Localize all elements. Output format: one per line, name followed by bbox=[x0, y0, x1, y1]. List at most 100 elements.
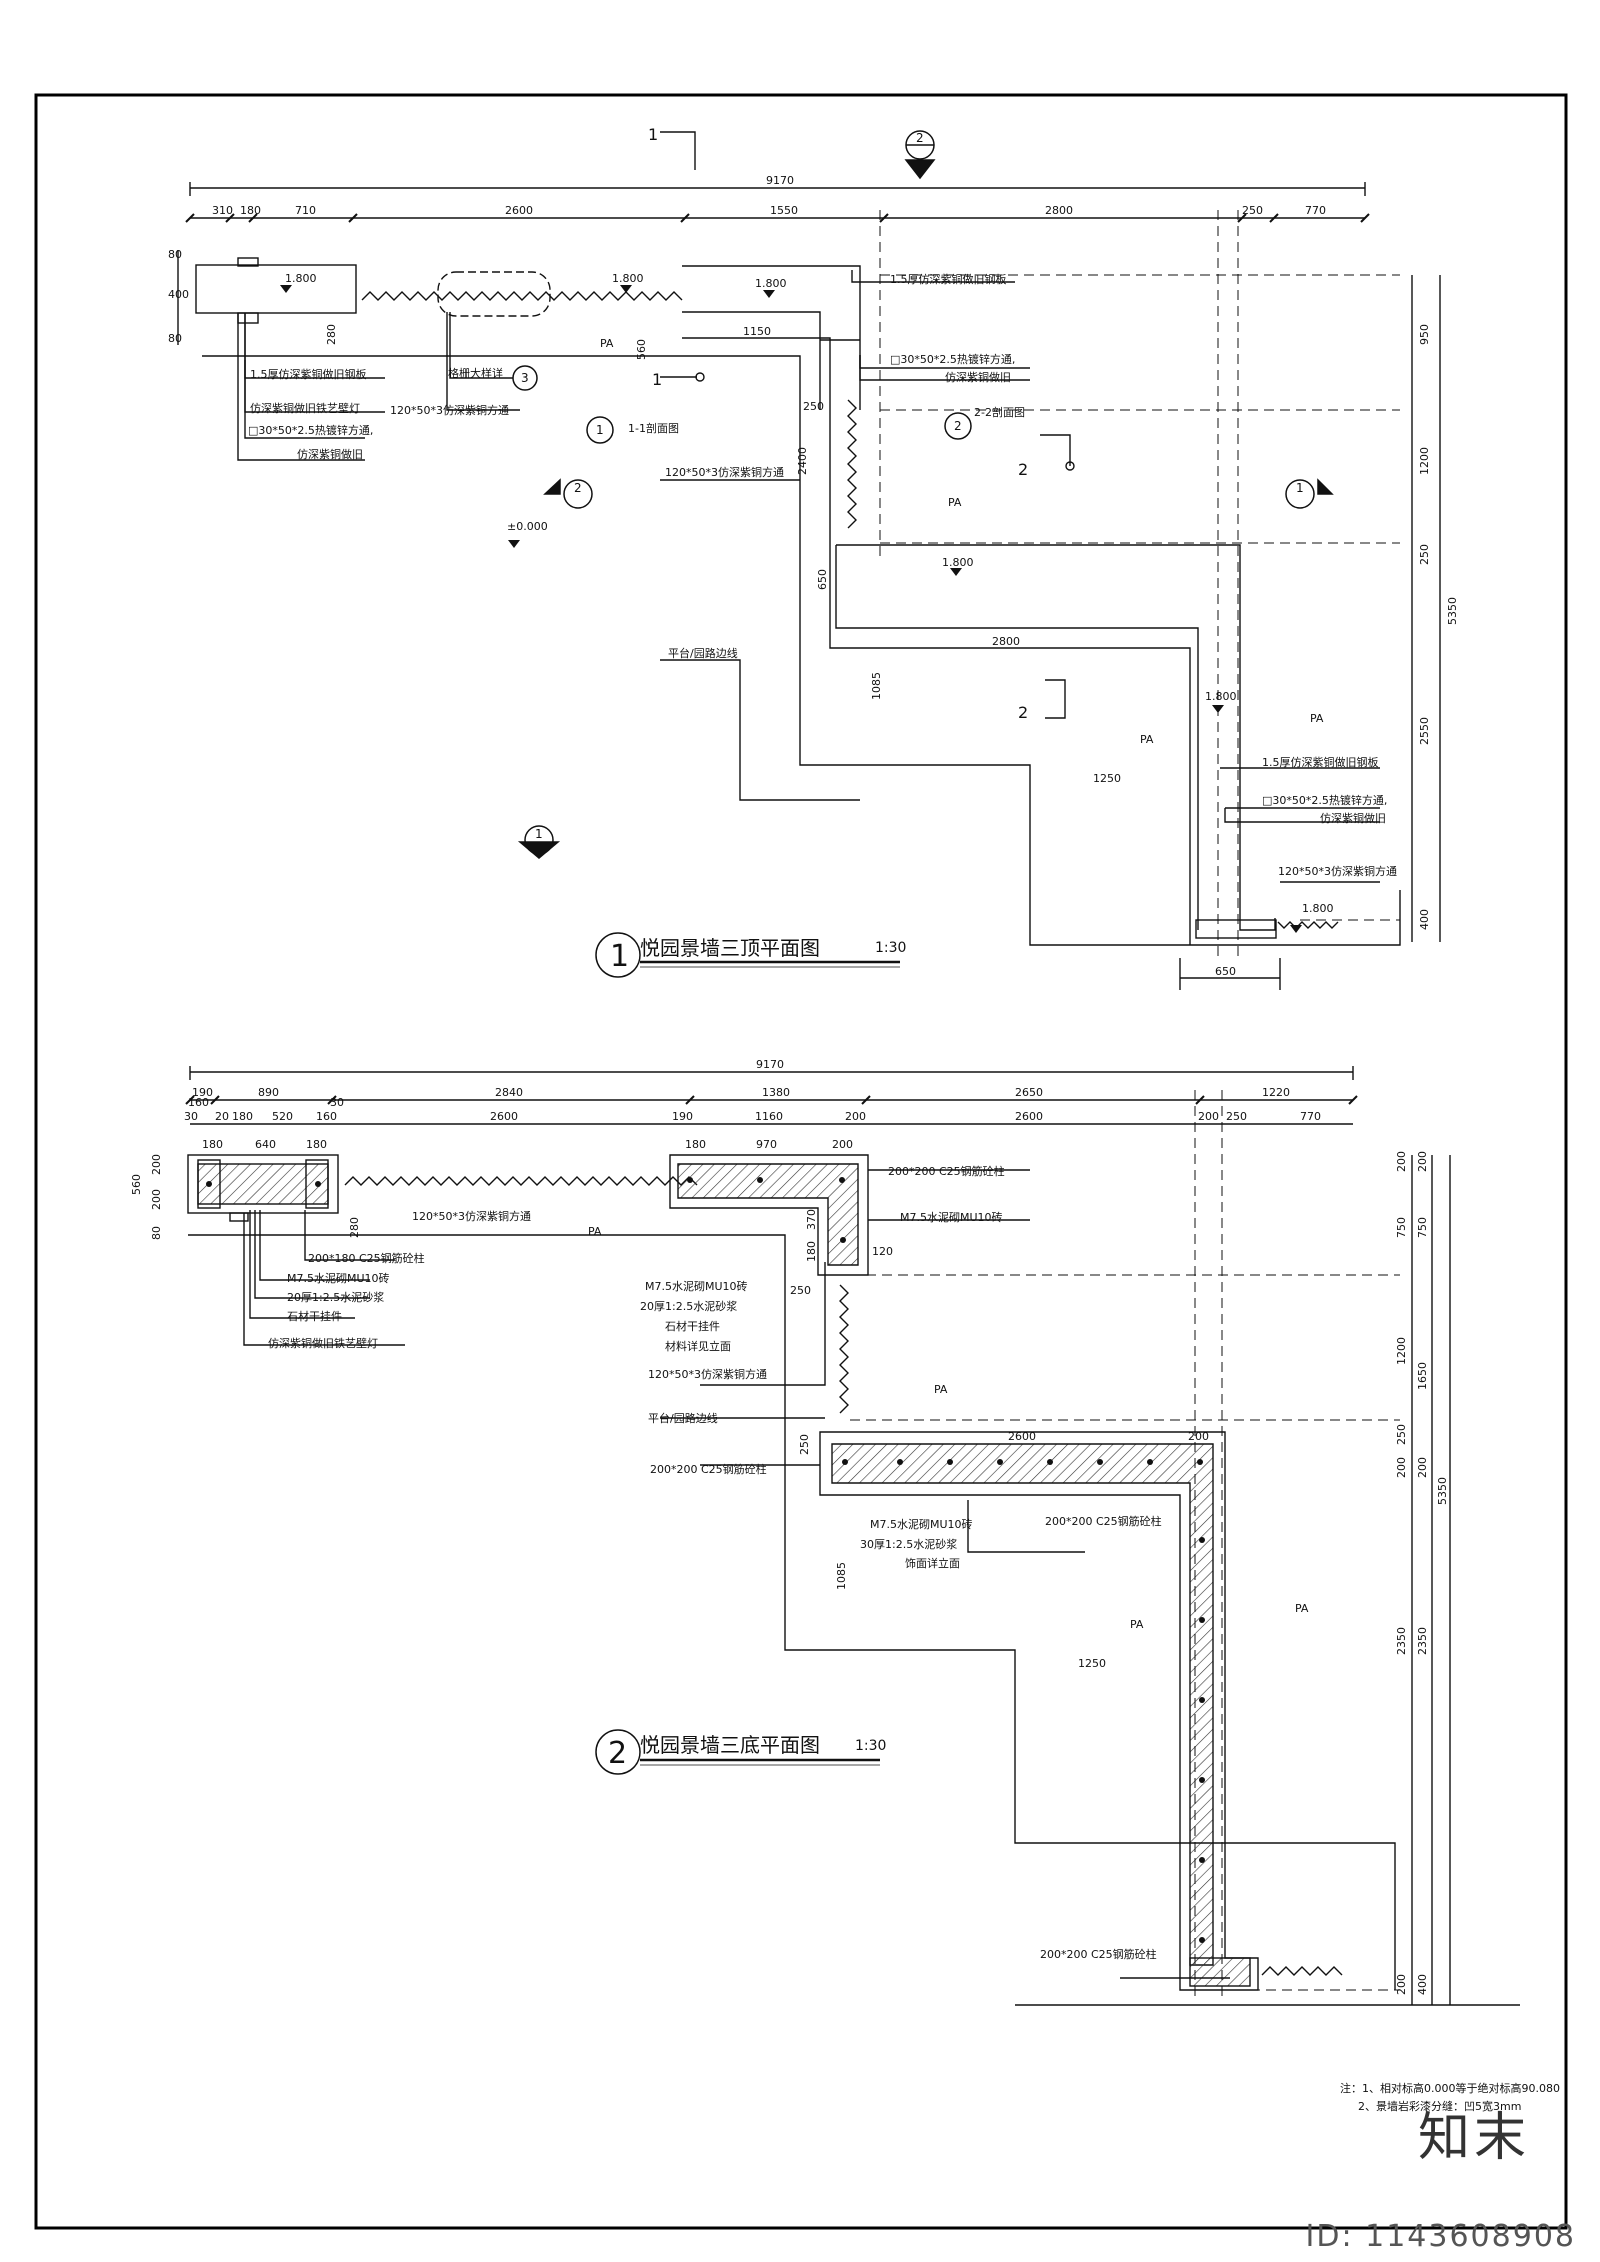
bot-title-number: 2 bbox=[608, 1736, 627, 1771]
top-label-grille: 格栅大样详 bbox=[448, 366, 503, 380]
top-left-dim-1: 80 bbox=[168, 248, 182, 261]
top-dim-2800: 2800 bbox=[992, 635, 1020, 648]
bot-right-a-5: 200 bbox=[1395, 1457, 1408, 1478]
bot-dim-200: 200 bbox=[1188, 1430, 1209, 1443]
bot-label-finish-b: 饰面详立面 bbox=[905, 1556, 960, 1570]
bot-r3-6: 200 bbox=[832, 1138, 853, 1151]
rebar-points bbox=[206, 1177, 1205, 1943]
cut-mark-1b: 1 bbox=[652, 370, 662, 389]
top-right-dim-5: 400 bbox=[1418, 909, 1431, 930]
top-title-number: 1 bbox=[610, 939, 629, 974]
top-dim-250: 250 bbox=[803, 400, 824, 413]
top-dim-650: 650 bbox=[816, 569, 829, 590]
bot-pa-3: PA bbox=[1130, 1618, 1144, 1631]
top-elev-5: 1.800 bbox=[1205, 690, 1237, 703]
top-dim-6: 2800 bbox=[1045, 204, 1073, 217]
bot-right-b-3: 1650 bbox=[1416, 1362, 1429, 1390]
bot-right-a-3: 1200 bbox=[1395, 1337, 1408, 1365]
top-label-sec11: 1-1剖面图 bbox=[628, 421, 679, 435]
bottom-plan-scale: 1:30 bbox=[855, 1738, 886, 1754]
sheet-border bbox=[34, 93, 1568, 2230]
bot-left-dim-4: 200 bbox=[150, 1189, 163, 1210]
bot-label-copper: 120*50*3仿深紫铜方通 bbox=[412, 1209, 531, 1223]
top-elev-6: 1.800 bbox=[1302, 902, 1334, 915]
bot-label-material: 材料详见立面 bbox=[665, 1339, 731, 1353]
top-label-plate2: 1.5厚仿深紫铜做旧钢板 bbox=[250, 367, 367, 381]
bot-r2-9: 190 bbox=[672, 1110, 693, 1123]
top-dim-1085: 1085 bbox=[870, 672, 883, 700]
top-zero-level: ±0.000 bbox=[507, 520, 548, 533]
note-2: 2、景墙岩彩漆分缝：凹5宽3mm bbox=[1358, 2099, 1521, 2113]
bot-r2-4: 180 bbox=[232, 1110, 253, 1123]
top-right-total: 5350 bbox=[1446, 597, 1459, 625]
bot-r2-10: 1160 bbox=[755, 1110, 783, 1123]
top-right-dim-2: 1200 bbox=[1418, 447, 1431, 475]
top-dim-560: 560 bbox=[635, 339, 648, 360]
bot-r2-6: 160 bbox=[316, 1110, 337, 1123]
top-label-plate: 1.5厚仿深紫铜做旧钢板 bbox=[890, 272, 1007, 286]
top-label-copper3: 120*50*3仿深紫铜方通 bbox=[1278, 864, 1397, 878]
bot-label-col-r1: 200*200 C25钢筋砼柱 bbox=[888, 1164, 1005, 1178]
sym-sec22: 2 bbox=[954, 419, 962, 433]
bot-pa-2: PA bbox=[934, 1383, 948, 1396]
bot-r2-15: 770 bbox=[1300, 1110, 1321, 1123]
top-dim-7: 250 bbox=[1242, 204, 1263, 217]
bot-r1-4: 1380 bbox=[762, 1086, 790, 1099]
bot-label-col-m: 200*200 C25钢筋砼柱 bbox=[650, 1462, 767, 1476]
bot-r1-1: 190 bbox=[192, 1086, 213, 1099]
bot-label-lamp: 仿深紫铜做旧铁艺壁灯 bbox=[268, 1336, 378, 1350]
bot-r3-4: 180 bbox=[685, 1138, 706, 1151]
top-plan-text: 9170 310 180 710 2600 1550 2800 250 770 … bbox=[168, 125, 1459, 978]
sym-bottom: 1 bbox=[535, 827, 543, 841]
top-label-sec22: 2-2剖面图 bbox=[974, 405, 1025, 419]
elevation-marks-top bbox=[280, 285, 1302, 933]
top-dim-1: 310 bbox=[212, 204, 233, 217]
bot-right-b-2: 750 bbox=[1416, 1217, 1429, 1238]
bot-dim-120: 120 bbox=[872, 1245, 893, 1258]
top-overall-dim: 9170 bbox=[766, 174, 794, 187]
bot-r2-11: 200 bbox=[845, 1110, 866, 1123]
top-dim-3: 710 bbox=[295, 204, 316, 217]
top-dim-8: 770 bbox=[1305, 204, 1326, 217]
bottom-plan bbox=[185, 1066, 1520, 2006]
bot-overall-dim: 9170 bbox=[756, 1058, 784, 1071]
bot-pa-1: PA bbox=[588, 1225, 602, 1238]
bot-r2-7: 30 bbox=[330, 1096, 344, 1109]
bot-right-b-4: 200 bbox=[1416, 1457, 1429, 1478]
bot-dim-1250: 1250 bbox=[1078, 1657, 1106, 1670]
top-elev-2: 1.800 bbox=[612, 272, 644, 285]
bot-r2-14: 250 bbox=[1226, 1110, 1247, 1123]
top-left-dim-3: 80 bbox=[168, 332, 182, 345]
bot-dim-370: 370 bbox=[805, 1209, 818, 1230]
top-label-tube1b: 仿深紫铜做旧 bbox=[945, 370, 1011, 384]
bot-dim-250b: 250 bbox=[798, 1434, 811, 1455]
top-label-tube3: □30*50*2.5热镀锌方通, bbox=[1262, 793, 1387, 807]
bot-r3-1: 180 bbox=[202, 1138, 223, 1151]
top-elev-3: 1.800 bbox=[755, 277, 787, 290]
bot-dim-2600: 2600 bbox=[1008, 1430, 1036, 1443]
top-dim-1250: 1250 bbox=[1093, 772, 1121, 785]
top-label-tube2: □30*50*2.5热镀锌方通, bbox=[248, 423, 373, 437]
bot-dim-280: 280 bbox=[348, 1217, 361, 1238]
sym-left-mid: 2 bbox=[574, 481, 582, 495]
bot-right-b-1: 200 bbox=[1416, 1151, 1429, 1172]
bot-r2-2: 160 bbox=[188, 1096, 209, 1109]
bot-right-b-6: 400 bbox=[1416, 1974, 1429, 1995]
sym-right-mid: 1 bbox=[1296, 481, 1304, 495]
bot-label-stone-m: 石材干挂件 bbox=[665, 1319, 720, 1333]
bot-r2-8: 2600 bbox=[490, 1110, 518, 1123]
bot-r3-3: 180 bbox=[306, 1138, 327, 1151]
top-right-dim-1: 950 bbox=[1418, 324, 1431, 345]
top-label-tube2b: 仿深紫铜做旧 bbox=[297, 447, 363, 461]
bot-label-copper-m: 120*50*3仿深紫铜方通 bbox=[648, 1367, 767, 1381]
bot-left-dim-2: 80 bbox=[150, 1226, 163, 1240]
bot-r3-2: 640 bbox=[255, 1138, 276, 1151]
top-dim-5: 1550 bbox=[770, 204, 798, 217]
bot-right-a-6: 2350 bbox=[1395, 1627, 1408, 1655]
bot-right-a-2: 750 bbox=[1395, 1217, 1408, 1238]
top-elev-1: 1.800 bbox=[285, 272, 317, 285]
top-plan bbox=[177, 131, 1441, 990]
note-1: 注：1、相对标高0.000等于绝对标高90.080 bbox=[1340, 2081, 1560, 2095]
bot-r1-2: 890 bbox=[258, 1086, 279, 1099]
top-dim-1150: 1150 bbox=[743, 325, 771, 338]
